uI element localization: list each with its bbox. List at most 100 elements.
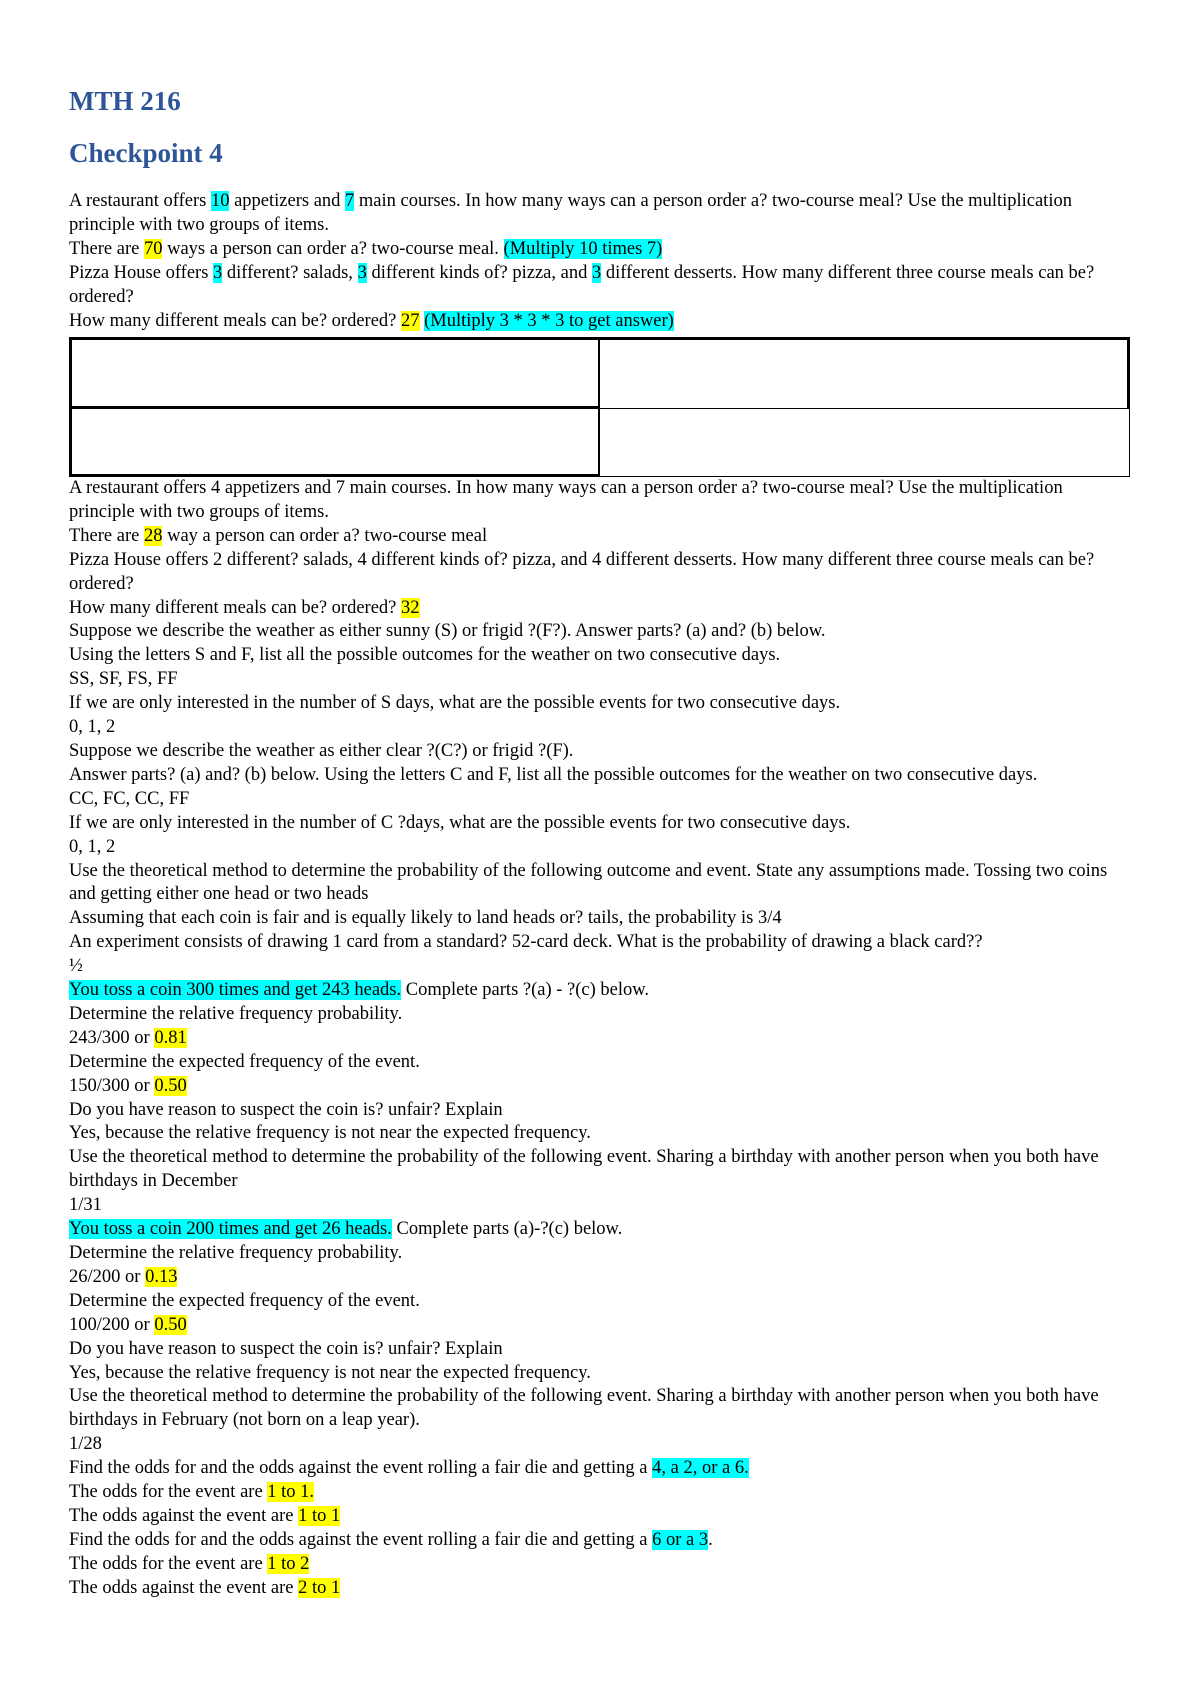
text-line: Use the theoretical method to determine … bbox=[69, 1146, 1129, 1194]
text-run: Do you have reason to suspect the coin i… bbox=[69, 1338, 503, 1359]
text-line: The odds for the event are 1 to 1. bbox=[69, 1481, 1129, 1505]
checkpoint-title: Checkpoint 4 bbox=[69, 138, 223, 168]
text-run: A restaurant offers 4 appetizers and 7 m… bbox=[69, 478, 1068, 522]
text-line: The odds against the event are 2 to 1 bbox=[69, 1577, 1129, 1601]
table-cell bbox=[598, 337, 1130, 409]
text-run: Answer parts? (a) and? (b) below. Using … bbox=[69, 764, 1038, 785]
text-line: Find the odds for and the odds against t… bbox=[69, 1529, 1129, 1553]
text-run: appetizers and bbox=[229, 191, 346, 211]
text-run: different desserts. How many different t… bbox=[69, 262, 1099, 307]
text-line: Use the theoretical method to determine … bbox=[69, 1385, 1129, 1433]
text-line: There are 70 ways a person can order a? … bbox=[69, 238, 1129, 262]
highlighted-given: 3 bbox=[213, 262, 223, 283]
text-run: Using the letters S and F, list all the … bbox=[69, 645, 781, 666]
text-run: Suppose we describe the weather as eithe… bbox=[69, 621, 826, 642]
table-cell bbox=[69, 406, 600, 477]
text-line: 26/200 or 0.13 bbox=[69, 1266, 1129, 1290]
text-line: Determine the expected frequency of the … bbox=[69, 1051, 1129, 1075]
text-line: 1/28 bbox=[69, 1433, 1129, 1457]
text-run: Pizza House offers 2 different? salads, … bbox=[69, 549, 1099, 594]
highlighted-given: 3 bbox=[591, 262, 602, 283]
text-run: . bbox=[708, 1529, 713, 1550]
highlighted-given: (Multiply 3 * 3 * 3 to get answer) bbox=[424, 310, 674, 331]
text-line: 0, 1, 2 bbox=[69, 716, 1129, 740]
top-text-block: A restaurant offers 10 appetizers and 7 … bbox=[69, 190, 1129, 333]
highlighted-answer: 70 bbox=[143, 238, 163, 259]
text-run: An experiment consists of drawing 1 card… bbox=[69, 932, 983, 953]
text-line: 243/300 or 0.81 bbox=[69, 1027, 1129, 1051]
highlighted-answer: 32 bbox=[401, 597, 420, 618]
text-run: How many different meals can be? ordered… bbox=[69, 597, 401, 618]
highlighted-answer: 0.81 bbox=[154, 1027, 187, 1048]
text-run: Pizza House offers bbox=[69, 262, 214, 283]
text-run: Yes, because the relative frequency is n… bbox=[69, 1362, 591, 1383]
text-line: The odds for the event are 1 to 2 bbox=[69, 1553, 1129, 1577]
text-line: A restaurant offers 4 appetizers and 7 m… bbox=[69, 477, 1129, 525]
text-run: There are bbox=[69, 238, 144, 259]
highlighted-given: 6 or a 3 bbox=[652, 1529, 709, 1550]
course-title: MTH 216 bbox=[69, 86, 181, 116]
text-run: If we are only interested in the number … bbox=[69, 693, 841, 714]
text-line: Find the odds for and the odds against t… bbox=[69, 1457, 1129, 1481]
highlighted-answer: 1 to 1. bbox=[267, 1482, 315, 1503]
text-run: 0, 1, 2 bbox=[69, 836, 116, 857]
text-line: SS, SF, FS, FF bbox=[69, 668, 1129, 692]
text-run: Complete parts (a)-?(c) below. bbox=[391, 1219, 623, 1240]
text-run: 1/31 bbox=[69, 1195, 102, 1216]
text-line: How many different meals can be? ordered… bbox=[69, 310, 1129, 334]
text-line: ½ bbox=[69, 955, 1129, 979]
text-line: CC, FC, CC, FF bbox=[69, 788, 1129, 812]
text-run: ways a person can order a? two-course me… bbox=[162, 238, 504, 259]
highlighted-given: You toss a coin 300 times and get 243 he… bbox=[69, 980, 402, 1001]
highlighted-answer: 28 bbox=[143, 525, 163, 546]
text-line: An experiment consists of drawing 1 card… bbox=[69, 931, 1129, 955]
text-line: A restaurant offers 10 appetizers and 7 … bbox=[69, 190, 1129, 238]
text-line: Determine the relative frequency probabi… bbox=[69, 1003, 1129, 1027]
text-run: 150/300 or bbox=[69, 1075, 155, 1096]
highlighted-given: 10 bbox=[210, 191, 230, 211]
text-run: Yes, because the relative frequency is n… bbox=[69, 1123, 591, 1144]
empty-table bbox=[69, 337, 1130, 477]
text-line: There are 28 way a person can order a? t… bbox=[69, 525, 1129, 549]
highlighted-given: You toss a coin 200 times and get 26 hea… bbox=[69, 1219, 392, 1240]
text-line: 150/300 or 0.50 bbox=[69, 1075, 1129, 1099]
text-run: way a person can order a? two-course mea… bbox=[162, 525, 488, 546]
highlighted-answer: 1 to 2 bbox=[267, 1553, 310, 1574]
highlighted-answer: 1 to 1 bbox=[298, 1505, 341, 1526]
text-line: Use the theoretical method to determine … bbox=[69, 860, 1129, 908]
text-line: Yes, because the relative frequency is n… bbox=[69, 1362, 1129, 1386]
text-run: The odds for the event are bbox=[69, 1482, 268, 1503]
text-line: How many different meals can be? ordered… bbox=[69, 597, 1129, 621]
text-run: There are bbox=[69, 525, 144, 546]
text-run: Use the theoretical method to determine … bbox=[69, 1386, 1104, 1431]
highlighted-answer: 0.50 bbox=[154, 1314, 187, 1335]
text-run: CC, FC, CC, FF bbox=[69, 788, 190, 809]
highlighted-answer: 0.50 bbox=[154, 1075, 187, 1096]
text-line: 0, 1, 2 bbox=[69, 836, 1129, 860]
table-cell bbox=[598, 408, 1130, 477]
text-run: SS, SF, FS, FF bbox=[69, 669, 178, 690]
text-line: Do you have reason to suspect the coin i… bbox=[69, 1338, 1129, 1362]
table-cell bbox=[69, 337, 600, 409]
text-line: Suppose we describe the weather as eithe… bbox=[69, 740, 1129, 764]
text-line: If we are only interested in the number … bbox=[69, 812, 1129, 836]
text-run: Determine the relative frequency probabi… bbox=[69, 1003, 403, 1024]
text-run: Complete parts ?(a) - ?(c) below. bbox=[401, 980, 650, 1001]
text-run: Do you have reason to suspect the coin i… bbox=[69, 1099, 503, 1120]
text-run: Determine the expected frequency of the … bbox=[69, 1051, 420, 1072]
highlighted-answer: 27 bbox=[401, 310, 420, 331]
text-line: The odds against the event are 1 to 1 bbox=[69, 1505, 1129, 1529]
text-run: The odds for the event are bbox=[69, 1553, 268, 1574]
text-line: Do you have reason to suspect the coin i… bbox=[69, 1099, 1129, 1123]
text-line: Assuming that each coin is fair and is e… bbox=[69, 907, 1129, 931]
text-run: If we are only interested in the number … bbox=[69, 812, 851, 833]
text-run: 26/200 or bbox=[69, 1266, 146, 1287]
text-run: 243/300 or bbox=[69, 1027, 155, 1048]
text-run: 1/28 bbox=[69, 1434, 102, 1455]
text-run: The odds against the event are bbox=[69, 1577, 299, 1598]
highlighted-given: 7 bbox=[345, 191, 355, 211]
text-run: different kinds of? pizza, and bbox=[366, 262, 592, 283]
text-line: Yes, because the relative frequency is n… bbox=[69, 1122, 1129, 1146]
text-run: Determine the expected frequency of the … bbox=[69, 1290, 420, 1311]
text-run: How many different meals can be? ordered… bbox=[69, 310, 401, 331]
